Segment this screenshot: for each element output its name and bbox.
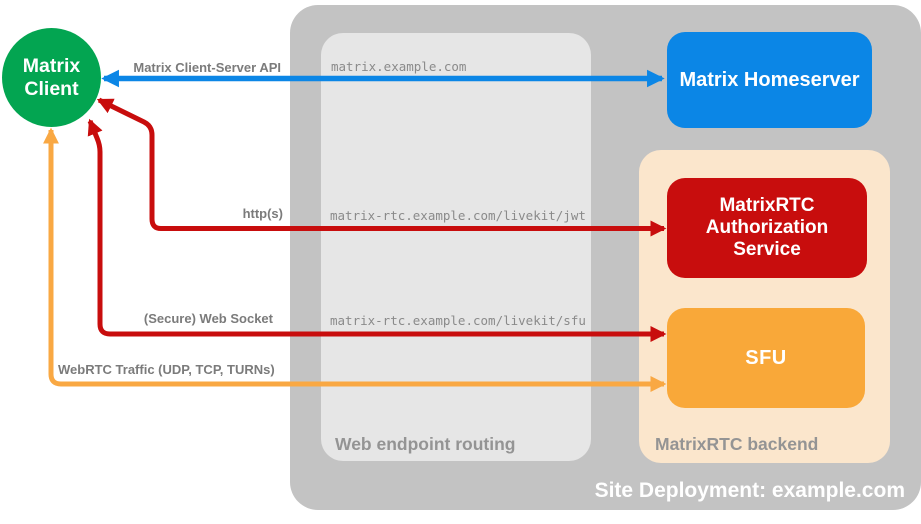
matrix-client-node: Matrix Client [2,28,101,127]
endpoint-jwt-url: matrix-rtc.example.com/livekit/jwt [330,208,586,223]
https-label: http(s) [242,206,283,221]
matrix-homeserver-node: Matrix Homeserver [667,32,872,128]
endpoint-sfu-url: matrix-rtc.example.com/livekit/sfu [330,313,586,328]
websocket-label: (Secure) Web Socket [143,311,273,326]
sfu-node: SFU [667,308,865,408]
client-server-api-label: Matrix Client-Server API [133,60,281,75]
web-endpoint-routing-container [321,33,591,461]
sfu-label: SFU [745,346,787,369]
matrix-homeserver-label: Matrix Homeserver [679,68,860,91]
web-endpoint-routing-label: Web endpoint routing [335,434,516,454]
matrixrtc-backend-label: MatrixRTC backend [655,434,819,454]
matrix-client-label: Matrix Client [22,54,81,100]
webrtc-traffic-label: WebRTC Traffic (UDP, TCP, TURNs) [58,362,275,377]
matrixrtc-auth-service-node: MatrixRTC Authorization Service [667,178,867,278]
endpoint-homeserver-url: matrix.example.com [331,59,467,74]
site-deployment-title: Site Deployment: example.com [594,479,905,502]
matrixrtc-auth-service-label: MatrixRTC Authorization Service [705,195,829,260]
